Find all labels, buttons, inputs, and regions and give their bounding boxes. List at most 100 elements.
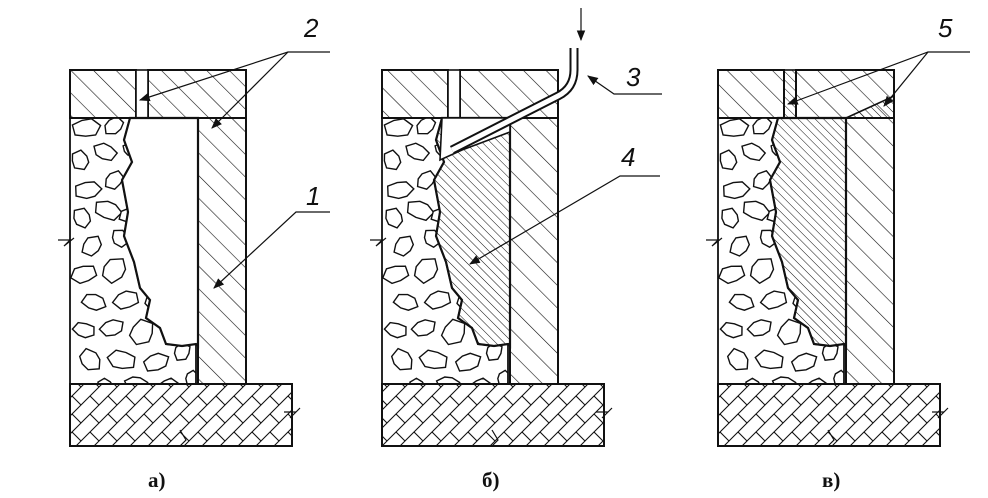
rubble-stone	[754, 349, 784, 370]
rubble-stone	[469, 377, 491, 384]
rubble-stone	[383, 321, 407, 339]
rubble-stone	[382, 265, 410, 285]
rubble-stone	[390, 347, 413, 371]
break-mark-bottom	[179, 429, 187, 447]
foundation-base	[717, 383, 941, 447]
rubble-stone	[440, 318, 466, 346]
leader-5b	[883, 51, 929, 107]
rubble-stone	[423, 290, 452, 310]
rubble-stone	[719, 118, 750, 137]
rubble-stone	[726, 347, 749, 371]
new-masonry-wall	[197, 117, 247, 385]
rubble-stone	[78, 347, 101, 371]
rubble-stone	[93, 142, 119, 162]
rubble-stone	[73, 207, 92, 229]
panel-c	[706, 69, 949, 447]
top-slab-left	[381, 69, 449, 119]
rubble-stone	[454, 352, 482, 372]
rubble-stone	[722, 181, 751, 200]
leaders	[138, 51, 970, 289]
panel-caption-a: а)	[148, 468, 166, 492]
empty-cavity	[120, 116, 200, 349]
rubble-stone	[721, 207, 740, 229]
rubble-stone	[805, 377, 827, 384]
rubble-stone	[776, 318, 802, 346]
rubble-stone	[98, 319, 124, 337]
rubble-stone	[719, 149, 738, 171]
top-slab-gap	[135, 69, 149, 119]
sealing-wedge	[845, 94, 895, 119]
rubble-stone	[729, 235, 751, 257]
break-mark-left	[706, 237, 723, 247]
break-mark-bottom	[491, 429, 499, 447]
rubble-stone	[719, 321, 743, 339]
rubble-stone	[393, 235, 415, 257]
foundation-base	[381, 383, 605, 447]
injection-pipe	[449, 8, 586, 155]
panel-caption-c: в)	[822, 468, 840, 492]
top-slab-gap	[783, 69, 797, 119]
pipe-inner	[450, 48, 577, 153]
foundation-base	[69, 383, 293, 447]
rubble-stone	[128, 318, 154, 346]
callout-label-1: 1	[306, 181, 320, 211]
rubble-stone	[70, 265, 98, 285]
rubble-stone	[142, 352, 170, 372]
break-mark-left	[58, 237, 75, 247]
callout-label-3: 3	[626, 62, 641, 92]
callout-label-2: 2	[303, 13, 319, 43]
rubble-stone	[81, 235, 103, 257]
rubble-stone	[386, 181, 415, 200]
rubble-stone	[728, 293, 755, 311]
rubble-stone	[759, 290, 788, 310]
rubble-stone	[101, 258, 127, 285]
top-slab-right	[459, 69, 559, 119]
rubble-stone	[74, 181, 103, 200]
panel-a	[58, 69, 301, 447]
rubble-stone	[409, 377, 426, 384]
rubble-stone	[418, 349, 448, 370]
rubble-stone	[71, 321, 95, 339]
rubble-stone	[406, 200, 435, 222]
filled-cavity	[432, 116, 512, 349]
leader-1	[213, 211, 330, 289]
top-slab-right	[147, 69, 247, 119]
leader-3	[587, 75, 662, 95]
rubble-stone	[790, 352, 818, 372]
rubble-stone	[385, 207, 404, 229]
rubble-stone	[410, 319, 436, 337]
rubble-stone	[157, 377, 179, 384]
rubble-stone	[392, 293, 419, 311]
top-slab-left	[717, 69, 785, 119]
rubble-stone	[383, 118, 414, 137]
rubble-stone	[416, 169, 437, 190]
break-mark-right	[284, 407, 301, 419]
rubble-stone	[383, 149, 402, 171]
rubble-stone	[413, 258, 439, 285]
rubble-stone	[111, 290, 140, 310]
break-mark-left	[370, 237, 387, 247]
callout-label-4: 4	[621, 142, 635, 172]
rubble-stone	[745, 377, 762, 384]
top-slab-gap	[447, 69, 461, 119]
break-mark-right	[596, 407, 613, 419]
panel-b	[370, 69, 613, 447]
rubble-stone	[104, 169, 125, 190]
new-masonry-wall	[845, 117, 895, 385]
leader-2b	[211, 51, 289, 129]
callout-label-5: 5	[938, 13, 953, 43]
rubble-stone	[106, 349, 136, 370]
rubble-stone	[752, 169, 773, 190]
rubble-stone	[742, 200, 771, 222]
rubble-stone	[749, 258, 775, 285]
filled-cavity	[768, 116, 848, 349]
new-masonry-wall	[509, 117, 559, 385]
rubble-stone	[71, 149, 90, 171]
rubble-stone	[71, 118, 102, 137]
rubble-stone	[94, 200, 123, 222]
rubble-stone	[80, 293, 107, 311]
top-slab-left	[69, 69, 137, 119]
rubble-stone	[746, 319, 772, 337]
